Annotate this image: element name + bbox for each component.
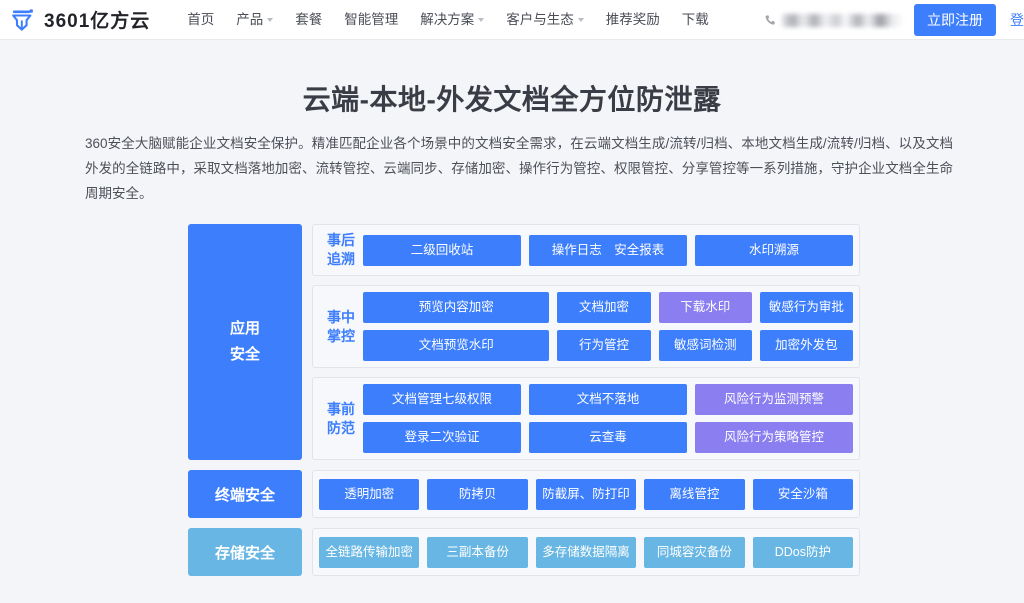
- tile-sensitive-word-detection[interactable]: 敏感词检测: [658, 330, 752, 361]
- phone-icon: [764, 14, 777, 27]
- nav-item-solutions[interactable]: 解决方案: [409, 0, 495, 40]
- nav-item-download[interactable]: 下载: [671, 0, 720, 40]
- tile-full-link-transmission-encryption[interactable]: 全链路传输加密: [319, 536, 420, 568]
- nav-item-home[interactable]: 首页: [176, 0, 225, 40]
- chevron-down-icon: [267, 17, 274, 22]
- tile-anti-screenshot-anti-print[interactable]: 防截屏、防打印: [535, 478, 637, 510]
- nav-item-products[interactable]: 产品: [225, 0, 284, 40]
- group-label-line2: 掌控: [327, 327, 355, 344]
- group-rows: 预览内容加密 文档加密 下载水印 敏感行为审批 文档预览水印 行为管控 敏感词检…: [363, 292, 854, 361]
- tile-row: 文档管理七级权限 文档不落地 风险行为监测预警: [363, 384, 853, 415]
- tile-sensitive-behavior-approval[interactable]: 敏感行为审批: [759, 292, 854, 323]
- tile-cloud-virus-scan[interactable]: 云查毒: [529, 422, 687, 453]
- endpoint-security-label: 终端安全: [188, 470, 302, 518]
- brand-name: 3601亿方云: [44, 11, 151, 32]
- security-architecture-diagram: 应用 安全 事后 追溯 二级回收站 操作日志 安全报表 水印溯源: [188, 224, 860, 576]
- nav-links: 首页 产品 套餐 智能管理 解决方案 客户与生态 推荐奖励: [176, 0, 720, 40]
- tile-behavior-control[interactable]: 行为管控: [557, 330, 651, 361]
- tile-triple-replica-backup[interactable]: 三副本备份: [427, 536, 528, 568]
- endpoint-security-tiles: 透明加密 防拷贝 防截屏、防打印 离线管控 安全沙箱: [312, 470, 860, 518]
- group-label-line1: 事中: [327, 308, 355, 325]
- group-in-incident-control: 事中 掌控 预览内容加密 文档加密 下载水印 敏感行为审批 文档预览水印 行为管…: [312, 285, 860, 368]
- page-title: 云端-本地-外发文档全方位防泄露: [302, 84, 722, 115]
- tile-ddos-protection[interactable]: DDos防护: [752, 536, 854, 568]
- group-label-line2: 防范: [327, 419, 355, 436]
- nav-item-smart-management[interactable]: 智能管理: [333, 0, 409, 40]
- tile-transparent-encryption[interactable]: 透明加密: [319, 478, 420, 510]
- tile-watermark-tracing[interactable]: 水印溯源: [695, 234, 853, 266]
- nav-item-label: 客户与生态: [506, 11, 574, 27]
- tile-document-preview-watermark[interactable]: 文档预览水印: [363, 330, 550, 361]
- storage-security-tiles: 全链路传输加密 三副本备份 多存储数据隔离 同城容灾备份 DDos防护: [312, 528, 860, 576]
- storage-security-block: 存储安全 全链路传输加密 三副本备份 多存储数据隔离 同城容灾备份 DDos防护: [188, 528, 860, 576]
- nav-item-label: 解决方案: [420, 11, 475, 27]
- tile-seven-level-permission[interactable]: 文档管理七级权限: [363, 384, 521, 415]
- endpoint-security-block: 终端安全 透明加密 防拷贝 防截屏、防打印 离线管控 安全沙箱: [188, 470, 860, 518]
- tile-login-two-factor-verification[interactable]: 登录二次验证: [363, 422, 521, 453]
- nav-item-label: 智能管理: [344, 11, 399, 27]
- login-link[interactable]: 登录: [1010, 12, 1024, 28]
- nav-item-label: 推荐奖励: [605, 11, 660, 27]
- group-rows: 二级回收站 操作日志 安全报表 水印溯源: [363, 234, 853, 266]
- group-label: 事前 防范: [319, 400, 363, 438]
- tile-row: 二级回收站 操作日志 安全报表 水印溯源: [363, 234, 853, 266]
- storage-security-label: 存储安全: [188, 528, 302, 576]
- phone-number-blurred: [782, 13, 902, 27]
- chevron-down-icon: [478, 17, 485, 22]
- top-navigation-bar: 3601亿方云 首页 产品 套餐 智能管理 解决方案 客户与生态: [0, 0, 1024, 40]
- contact-phone: [764, 13, 902, 27]
- group-label-line1: 事后: [327, 232, 355, 248]
- brand-logo[interactable]: 3601亿方云: [10, 6, 150, 33]
- application-security-block: 应用 安全 事后 追溯 二级回收站 操作日志 安全报表 水印溯源: [188, 224, 860, 460]
- chevron-down-icon: [577, 17, 584, 22]
- application-security-label: 应用 安全: [188, 224, 302, 460]
- nav-right-actions: 立即注册 登录: [764, 0, 1024, 40]
- tile-risk-behavior-monitoring-alert[interactable]: 风险行为监测预警: [695, 384, 853, 415]
- tile-risk-behavior-policy-control[interactable]: 风险行为策略管控: [695, 422, 853, 453]
- tile-multi-storage-data-isolation[interactable]: 多存储数据隔离: [535, 536, 637, 568]
- group-post-incident-tracing: 事后 追溯 二级回收站 操作日志 安全报表 水印溯源: [312, 224, 860, 276]
- tile-document-encryption[interactable]: 文档加密: [557, 292, 651, 323]
- group-label-line2: 追溯: [327, 251, 355, 267]
- nav-item-label: 产品: [236, 11, 264, 27]
- tile-preview-content-encryption[interactable]: 预览内容加密: [363, 292, 550, 323]
- tile-offline-control[interactable]: 离线管控: [644, 478, 745, 510]
- nav-item-packages[interactable]: 套餐: [284, 0, 333, 40]
- tile-row: 预览内容加密 文档加密 下载水印 敏感行为审批: [363, 292, 854, 323]
- shield-logo-icon: [10, 7, 36, 33]
- tile-anti-copy[interactable]: 防拷贝: [427, 478, 528, 510]
- group-label-line1: 事前: [327, 400, 355, 417]
- tile-secondary-recycle-bin[interactable]: 二级回收站: [363, 234, 521, 266]
- tile-row: 文档预览水印 行为管控 敏感词检测 加密外发包: [363, 330, 854, 361]
- nav-item-referral-rewards[interactable]: 推荐奖励: [595, 0, 671, 40]
- tile-security-sandbox[interactable]: 安全沙箱: [752, 478, 854, 510]
- tile-document-no-landing[interactable]: 文档不落地: [529, 384, 687, 415]
- tile-same-city-disaster-recovery-backup[interactable]: 同城容灾备份: [644, 536, 745, 568]
- application-security-label-line1: 应用: [229, 320, 260, 337]
- group-label: 事后 追溯: [319, 231, 363, 269]
- nav-item-label: 首页: [187, 11, 215, 27]
- nav-item-label: 套餐: [295, 11, 323, 27]
- tile-row: 登录二次验证 云查毒 风险行为策略管控: [363, 422, 853, 453]
- nav-item-customers-ecosystem[interactable]: 客户与生态: [495, 0, 595, 40]
- application-security-label-line2: 安全: [229, 346, 260, 363]
- group-rows: 文档管理七级权限 文档不落地 风险行为监测预警 登录二次验证 云查毒 风险行为策…: [363, 384, 853, 453]
- group-label: 事中 掌控: [319, 308, 363, 346]
- register-button[interactable]: 立即注册: [914, 4, 996, 36]
- tile-download-watermark[interactable]: 下载水印: [658, 292, 752, 323]
- nav-item-label: 下载: [681, 11, 709, 27]
- tile-encrypted-outgoing-package[interactable]: 加密外发包: [759, 330, 854, 361]
- group-pre-incident-prevention: 事前 防范 文档管理七级权限 文档不落地 风险行为监测预警 登录二次验证 云查毒…: [312, 377, 860, 460]
- page-description: 360安全大脑赋能企业文档安全保护。精准匹配企业各个场景中的文档安全需求，在云端…: [85, 136, 953, 201]
- tile-operation-log-security-report[interactable]: 操作日志 安全报表: [529, 234, 687, 266]
- application-security-groups: 事后 追溯 二级回收站 操作日志 安全报表 水印溯源 事中: [312, 224, 860, 460]
